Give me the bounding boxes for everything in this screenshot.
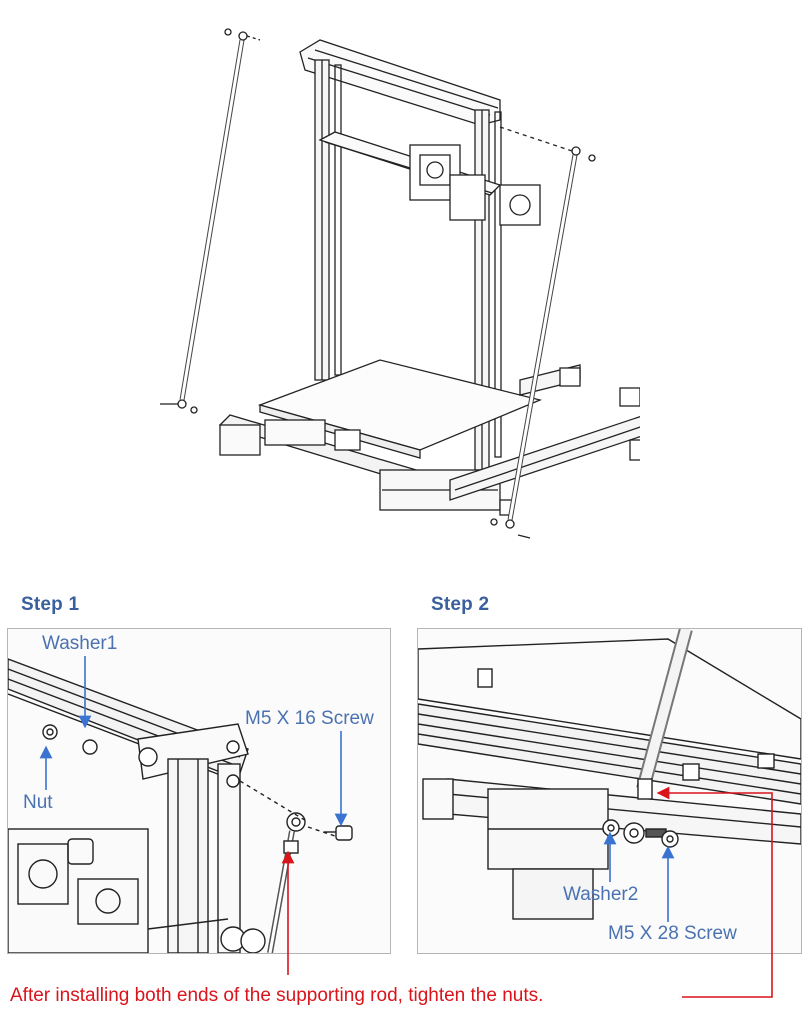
washer1-label: Washer1 (42, 633, 118, 654)
instruction-note: After installing both ends of the suppor… (10, 985, 544, 1006)
step-1-detail-drawing (8, 658, 353, 953)
printer-assembly-drawing (160, 28, 640, 539)
nut-label: Nut (23, 792, 53, 813)
step-1-detail-panel (7, 628, 391, 954)
step-2-title: Step 2 (431, 594, 490, 615)
step-1-title: Step 1 (21, 594, 80, 615)
m5x28-screw-label: M5 X 28 Screw (608, 923, 737, 944)
m5x16-screw-label: M5 X 16 Screw (245, 708, 374, 729)
washer2-label: Washer2 (563, 884, 639, 905)
